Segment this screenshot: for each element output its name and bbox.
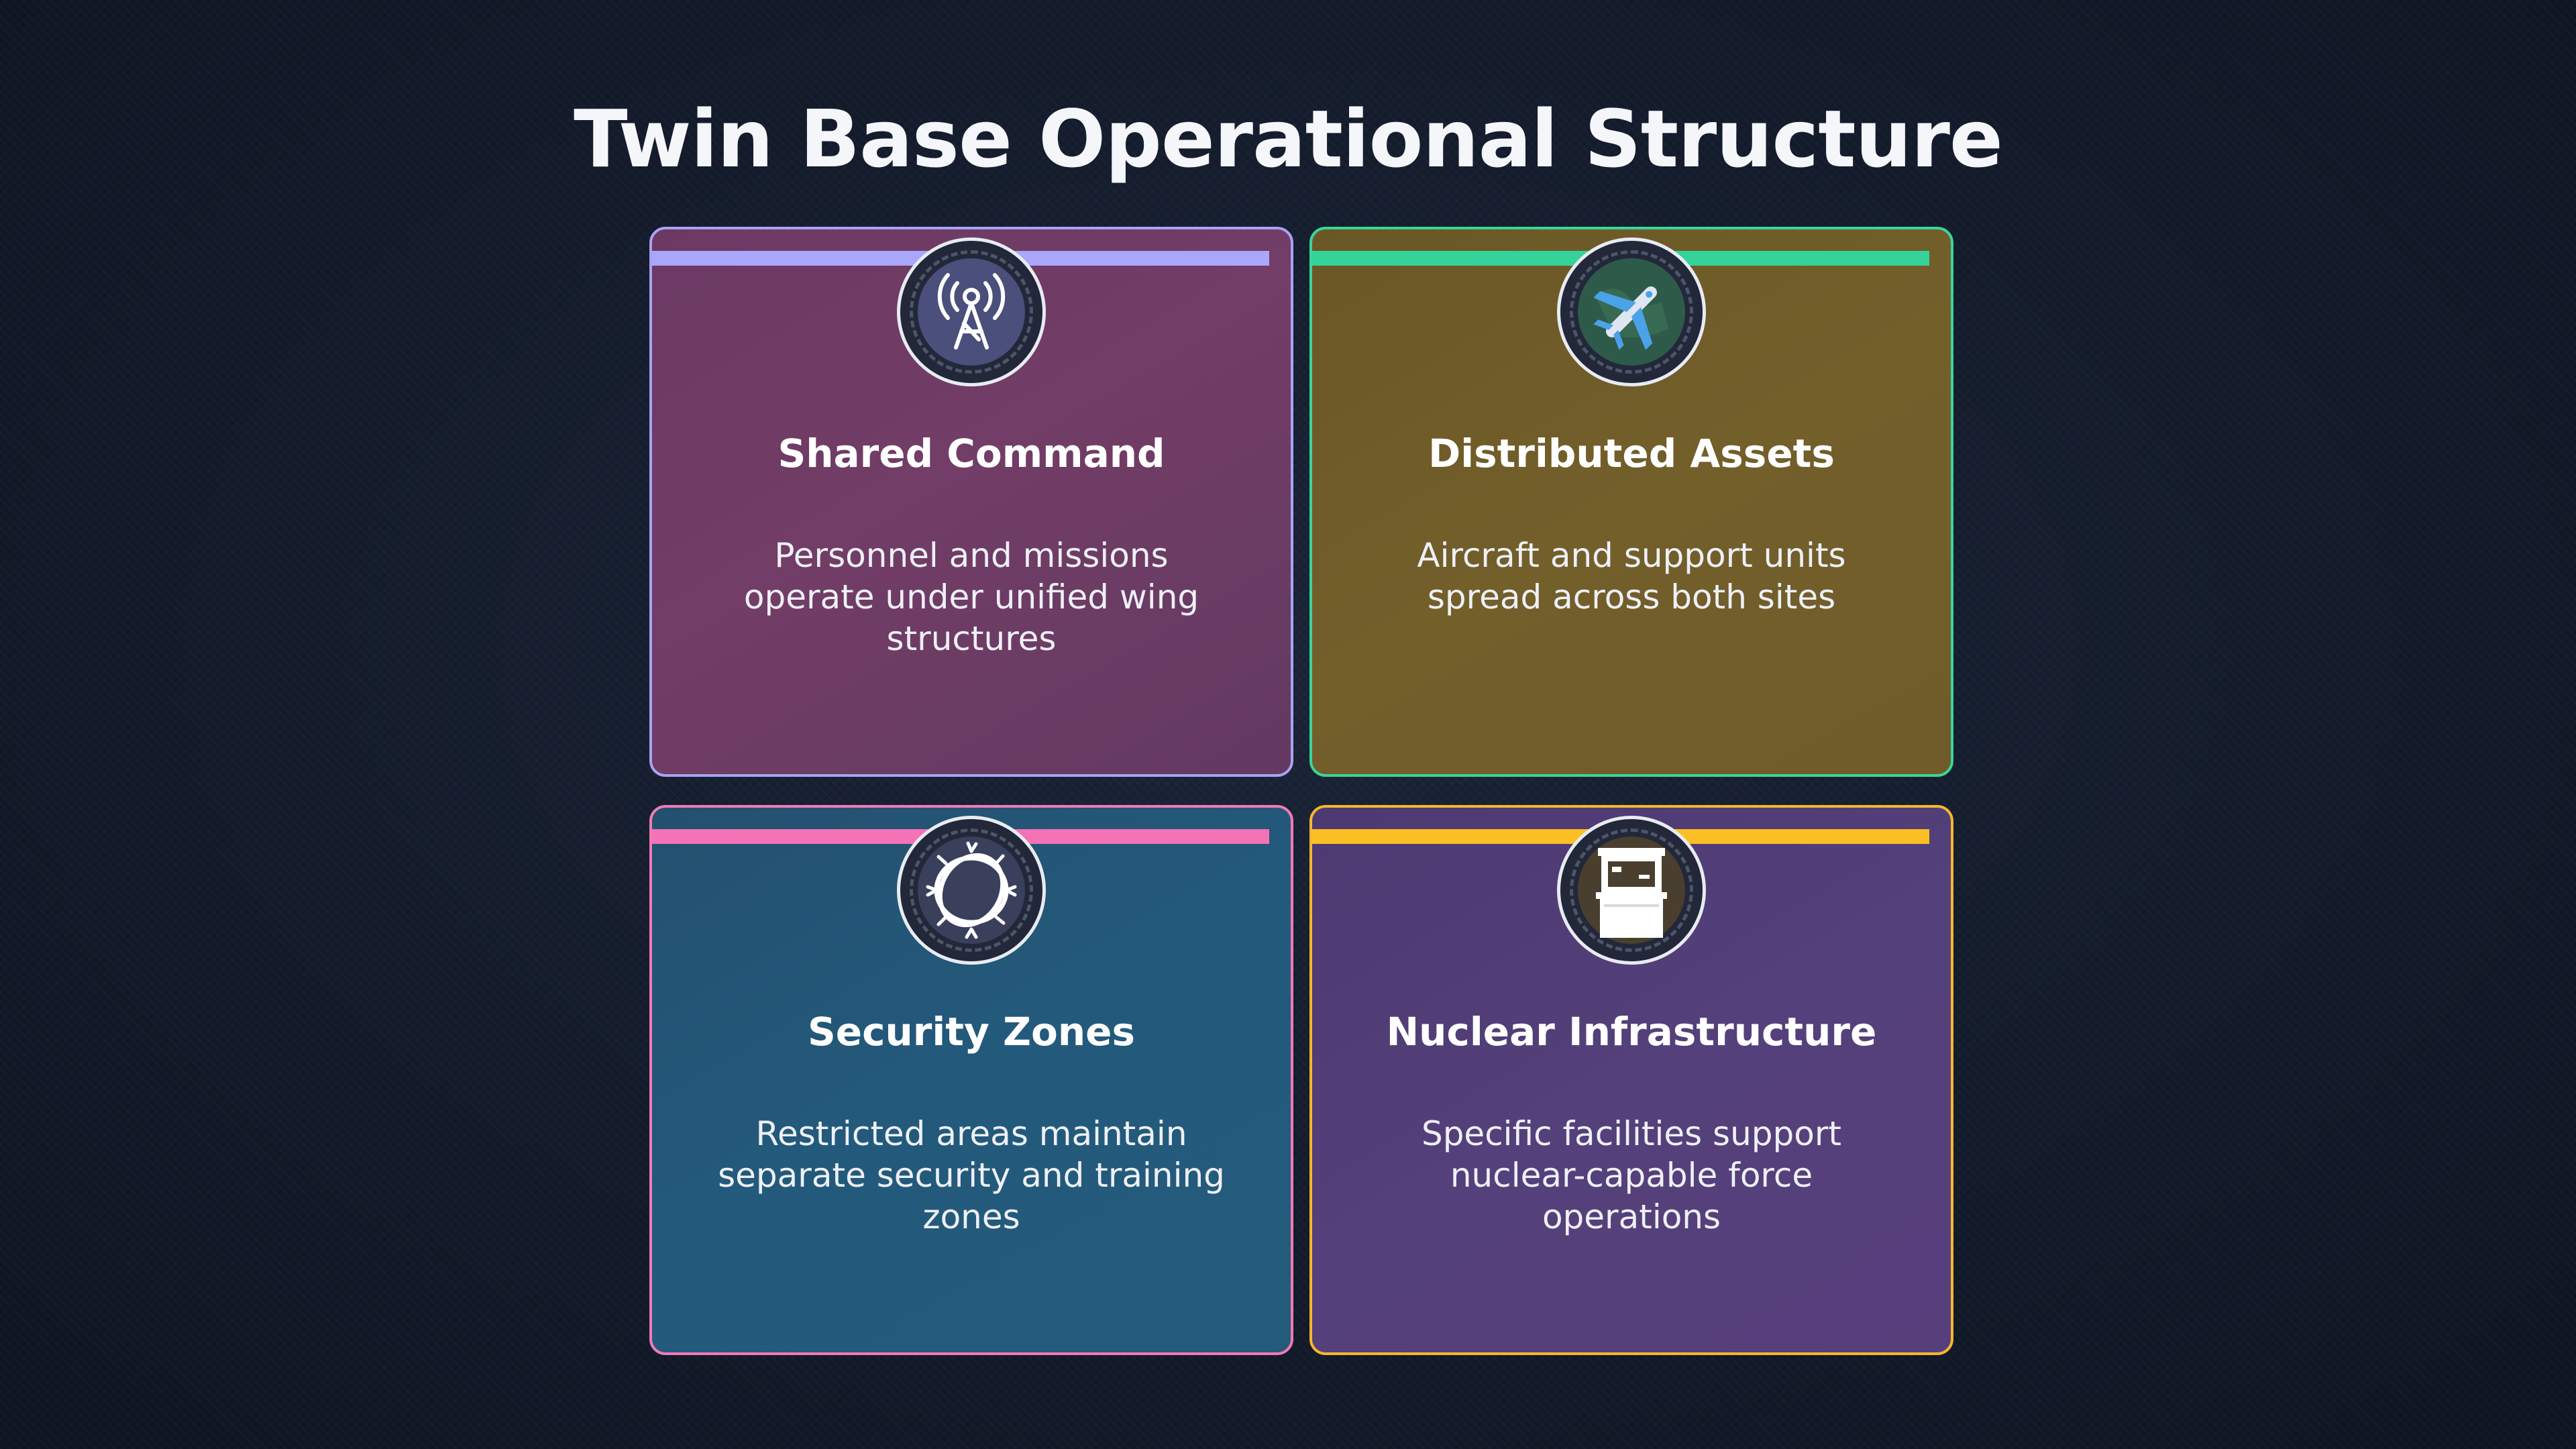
radio-tower-icon: [918, 258, 1025, 366]
card-grid: Shared Command Personnel and missions op…: [649, 227, 1953, 1356]
card-description: Personnel and missions operate under uni…: [743, 536, 1199, 658]
card-description: Specific facilities support nuclear-capa…: [1421, 1114, 1842, 1236]
icon-badge: [897, 237, 1046, 386]
card-heading: Nuclear Infrastructure: [1386, 1009, 1877, 1055]
card-description: Aircraft and support units spread across…: [1417, 536, 1846, 616]
card-nuclear-infrastructure: Nuclear Infrastructure Specific faciliti…: [1309, 805, 1953, 1355]
card-heading: Shared Command: [777, 431, 1165, 476]
airplane-globe-icon: [1578, 258, 1685, 366]
card-distributed-assets: Distributed Assets Aircraft and support …: [1309, 227, 1953, 777]
card-heading: Distributed Assets: [1428, 431, 1835, 476]
card-heading: Security Zones: [807, 1009, 1136, 1055]
icon-badge: [897, 816, 1046, 965]
icon-badge: [1557, 237, 1706, 386]
card-shared-command: Shared Command Personnel and missions op…: [649, 227, 1293, 777]
card-security-zones: Security Zones Restricted areas maintain…: [649, 805, 1293, 1355]
card-description: Restricted areas maintain separate secur…: [718, 1114, 1225, 1236]
page-title: Twin Base Operational Structure: [574, 93, 2003, 185]
facility-cabinet-icon: [1578, 837, 1685, 944]
icon-badge: [1557, 816, 1706, 965]
barbed-wire-icon: [918, 837, 1025, 944]
